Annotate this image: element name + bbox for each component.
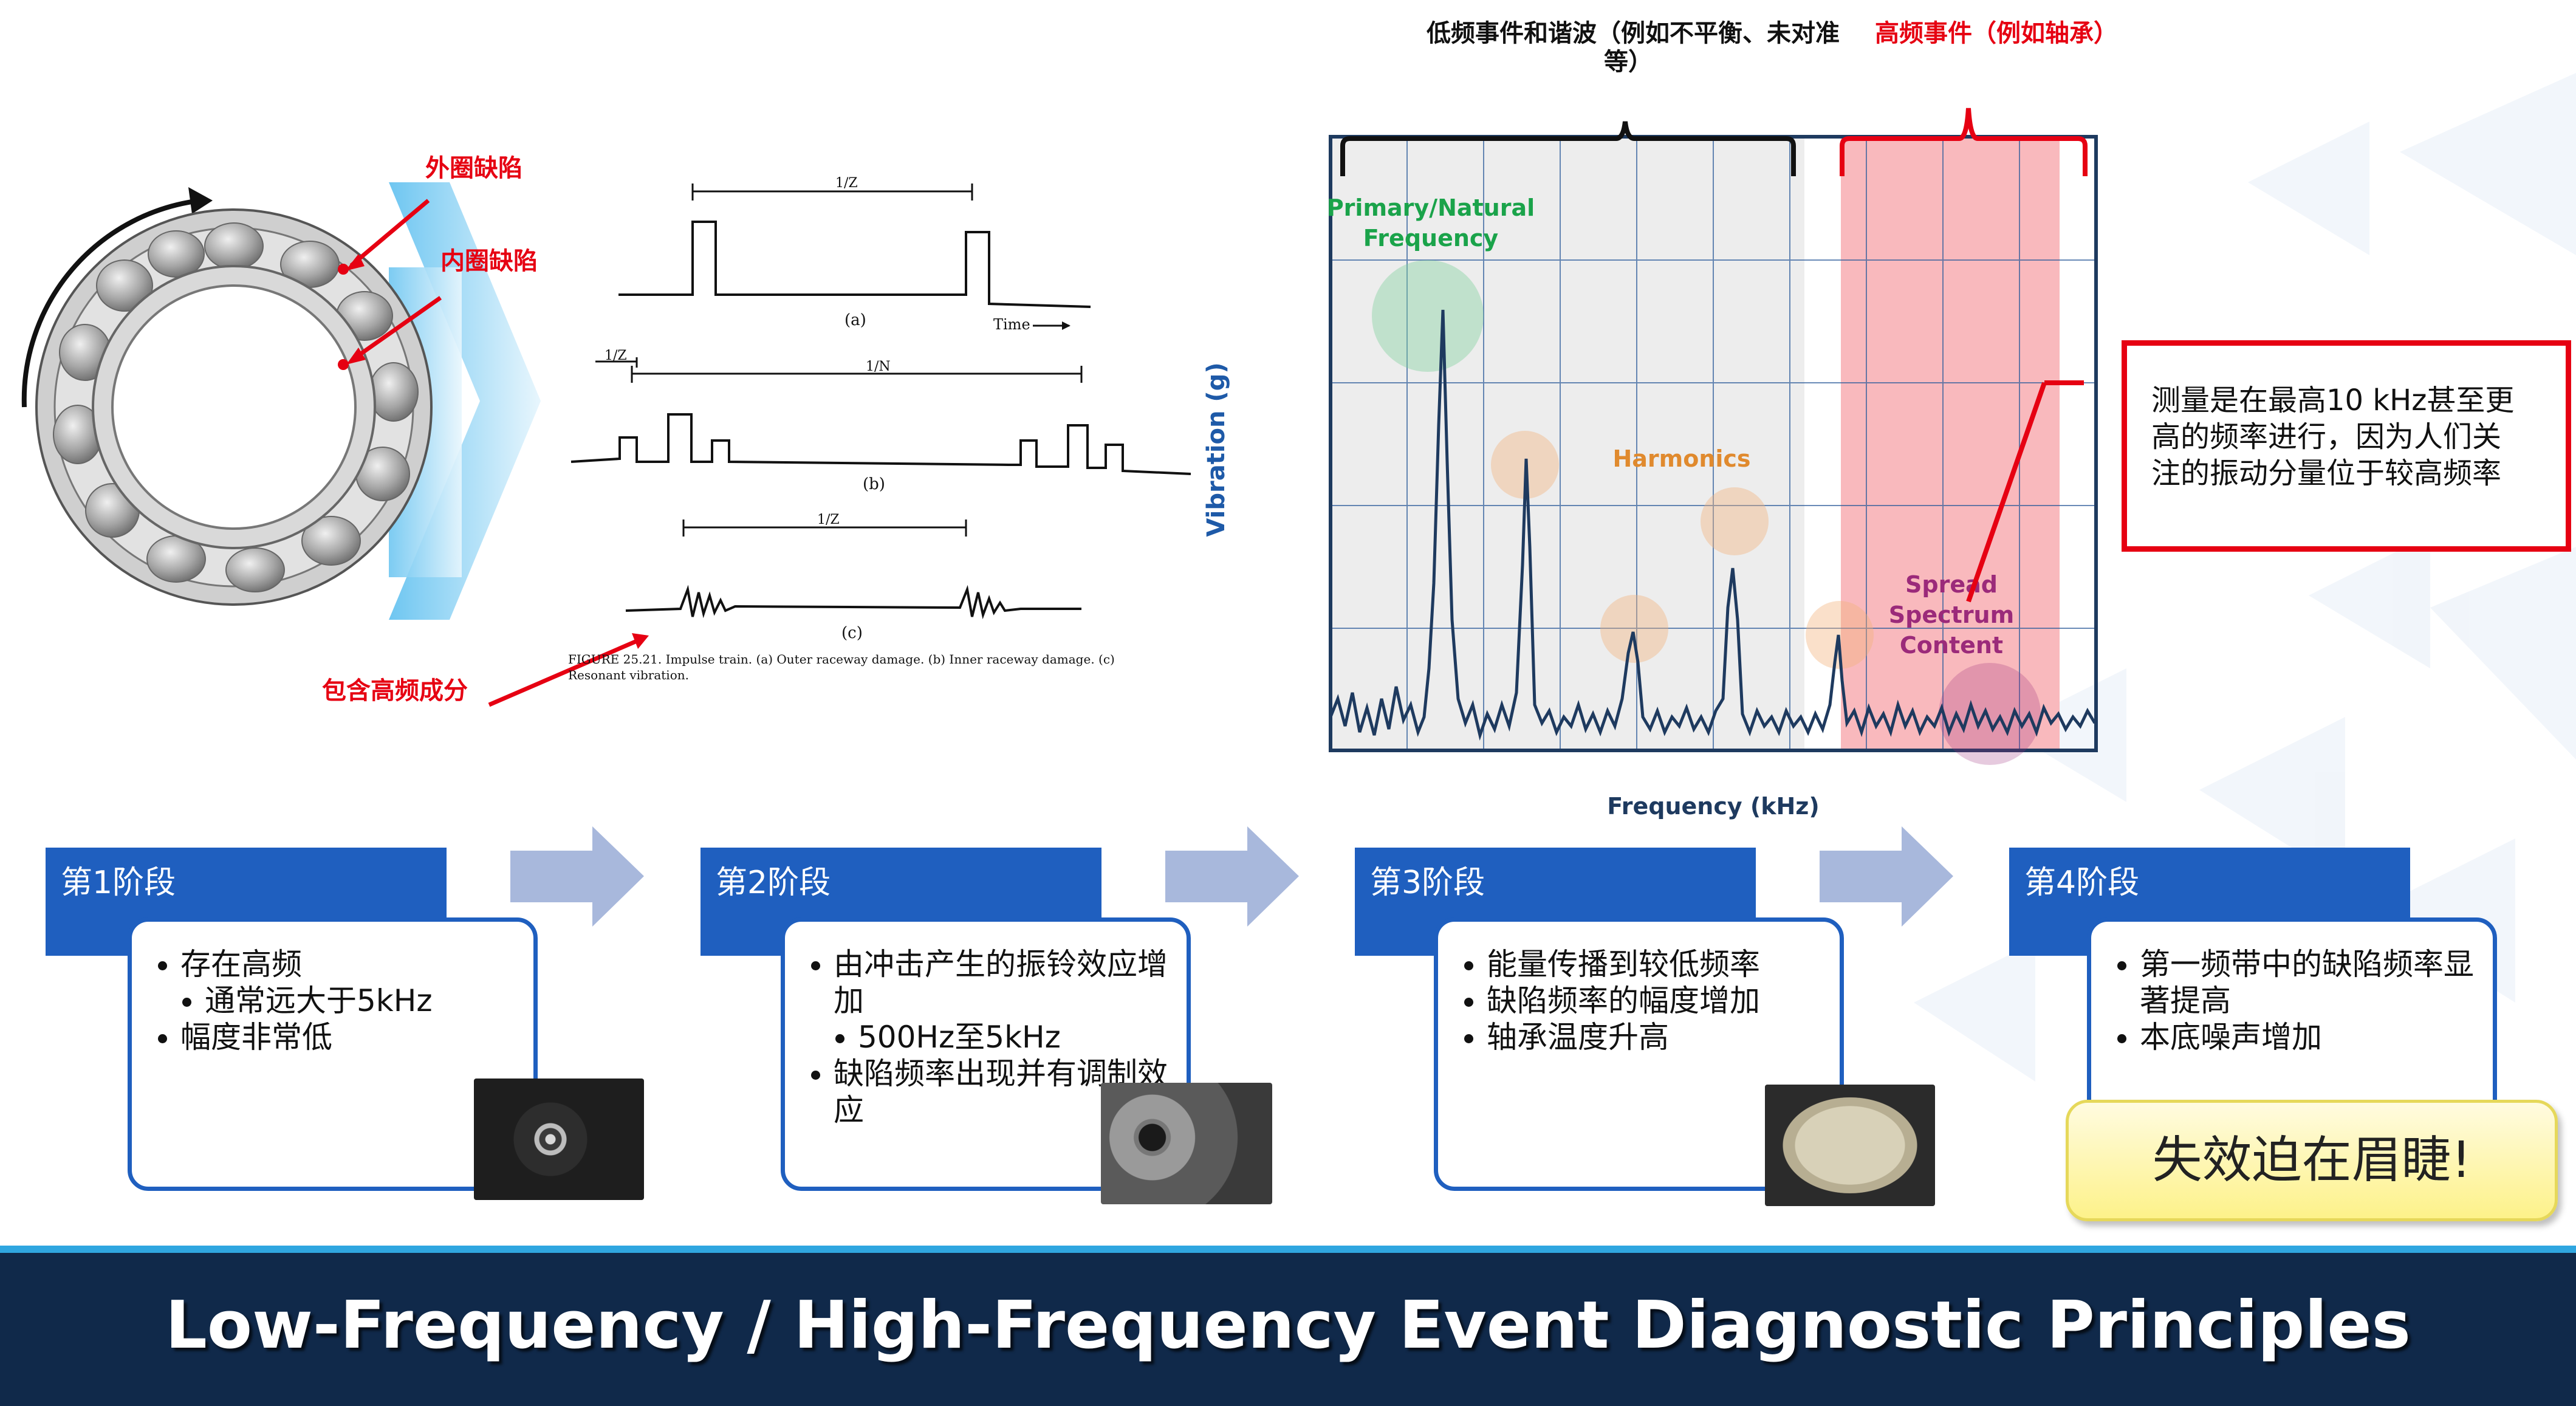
stage-1-item: 存在高频	[180, 946, 521, 982]
high-band-label: 高频事件（例如轴承）	[1875, 19, 2118, 47]
stage-2-item: 由冲击产生的振铃效应增加	[834, 946, 1174, 1019]
high-freq-component-annotation: 包含高频成分	[322, 633, 649, 707]
x-axis-label: Frequency (kHz)	[1607, 793, 1820, 820]
spread-spectrum-line2: Spectrum	[1889, 602, 2014, 628]
spectrum-trace	[1329, 309, 2097, 741]
stage-3-item: 能量传播到较低频率	[1487, 946, 1828, 982]
failure-imminent-banner: 失效迫在眉睫!	[2066, 1100, 2558, 1221]
bearing-illustration: 外圈缺陷 内圈缺陷	[21, 154, 541, 620]
vibration-spectrum-chart: 低频事件和谐波（例如不平衡、未对准 等） 高频事件（例如轴承） Primary/…	[1202, 19, 2118, 820]
primary-frequency-label-line1: Primary/Natural	[1327, 194, 1535, 221]
harmonics-label: Harmonics	[1612, 445, 1750, 472]
measurement-callout: 测量是在最高10 kHz甚至更 高的频率进行，因为人们关 注的振动分量位于较高频…	[2122, 340, 2571, 552]
footer-title: Low-Frequency / High-Frequency Event Dia…	[165, 1288, 2411, 1363]
low-frequency-bracket	[1340, 121, 1796, 176]
stage-4-title: 第4阶段	[2024, 865, 2140, 901]
svg-text:1/N: 1/N	[866, 359, 891, 374]
figure-caption-line1: FIGURE 25.21. Impulse train. (a) Outer r…	[568, 652, 1115, 667]
callout-line1: 测量是在最高10 kHz甚至更	[2151, 383, 2515, 417]
rotation-arrow	[21, 198, 201, 408]
spread-spectrum-line1: Spread	[1905, 571, 1998, 598]
label-a: (a)	[844, 311, 866, 329]
svg-text:1/Z: 1/Z	[817, 512, 840, 527]
outer-defect-label: 外圈缺陷	[425, 154, 522, 182]
svg-text:1/Z: 1/Z	[835, 176, 858, 191]
outer-defect-marker	[338, 264, 349, 275]
inner-defect-label: 内圈缺陷	[440, 247, 538, 275]
stage-1-photo	[474, 1079, 644, 1200]
callout-line3: 注的振动分量位于较高频率	[2151, 456, 2502, 490]
stage-arrow-3	[1820, 826, 1953, 927]
stage-3-item: 轴承温度升高	[1487, 1019, 1828, 1055]
y-axis-label: Vibration (g)	[1202, 362, 1230, 537]
low-band-label-line1: 低频事件和谐波（例如不平衡、未对准	[1427, 19, 1840, 47]
stage-2-photo	[1101, 1083, 1272, 1204]
stage-3-title: 第3阶段	[1370, 865, 1485, 901]
stage-arrow-2	[1165, 826, 1299, 927]
stage-2-title: 第2阶段	[716, 865, 831, 901]
svg-text:1/Z: 1/Z	[605, 348, 627, 363]
chart-grid	[1330, 137, 2096, 750]
footer-bar: Low-Frequency / High-Frequency Event Dia…	[0, 1246, 2576, 1406]
stage-3-box: 能量传播到较低频率 缺陷频率的幅度增加 轴承温度升高	[1434, 917, 1844, 1191]
low-band-label-line2: 等）	[1604, 48, 1653, 76]
time-label: Time	[993, 316, 1030, 333]
stage-1-item: 幅度非常低	[180, 1019, 521, 1055]
stage-1-subitem: 通常远大于5kHz	[205, 982, 521, 1019]
figure-caption-line2: Resonant vibration.	[568, 668, 689, 682]
high-freq-component-label: 包含高频成分	[322, 677, 468, 705]
stage-4-item: 第一频带中的缺陷频率显著提高	[2140, 946, 2481, 1019]
stage-4-box: 第一频带中的缺陷频率显著提高 本底噪声增加	[2087, 917, 2497, 1124]
impulse-train-figure: 1/Z 1/N 1/Z 1/Z (a) Time (b) (c) FIGURE …	[568, 176, 1191, 682]
stage-3-photo	[1765, 1085, 1935, 1206]
primary-frequency-label-line2: Frequency	[1363, 225, 1499, 252]
spread-spectrum-line3: Content	[1900, 632, 2003, 659]
stage-4-item: 本底噪声增加	[2140, 1019, 2481, 1055]
stage-3-item: 缺陷频率的幅度增加	[1487, 982, 1828, 1019]
inner-defect-marker	[338, 359, 349, 370]
stage-2-subitem: 500Hz至5kHz	[858, 1019, 1174, 1055]
stage-2-box: 由冲击产生的振铃效应增加 500Hz至5kHz 缺陷频率出现并有调制效应	[781, 917, 1191, 1191]
label-b: (b)	[863, 475, 885, 493]
high-frequency-bracket	[1840, 108, 2088, 176]
label-c: (c)	[841, 624, 863, 642]
stage-1-title: 第1阶段	[61, 865, 176, 901]
stage-arrow-1	[510, 826, 644, 927]
transition-arrow	[389, 182, 541, 620]
stage-1-box: 存在高频 通常远大于5kHz 幅度非常低	[128, 917, 538, 1191]
callout-line2: 高的频率进行，因为人们关	[2151, 420, 2502, 454]
